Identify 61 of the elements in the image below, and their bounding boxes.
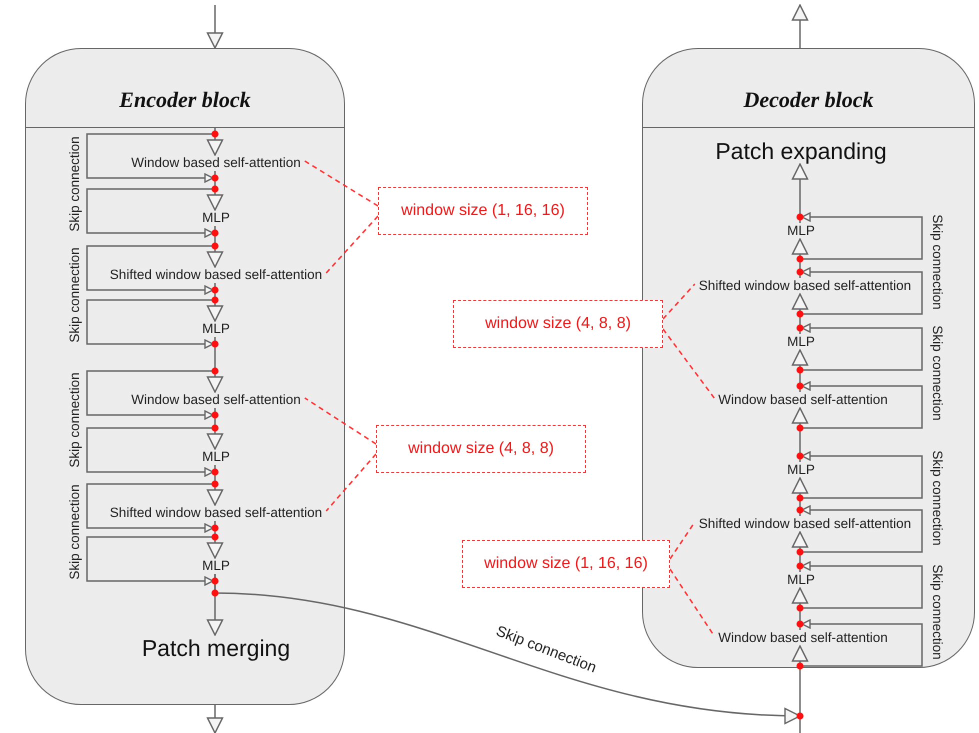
layer-label: Window based self-attention [718,392,888,408]
layer-label: Shifted window based self-attention [110,267,322,283]
callout-box: window size (4, 8, 8) [453,300,663,348]
arrow [206,521,224,559]
arrow [792,477,808,516]
arrow [792,4,808,48]
callout-box: window size (1, 16, 16) [462,540,670,588]
layer-label: MLP [787,462,815,478]
leader-line [326,216,379,274]
layer-label: Shifted window based self-attention [110,505,322,521]
skip-connection-label: Skip connection [929,450,945,546]
arrow [206,337,224,393]
layer-label: Window based self-attention [718,630,888,646]
layer-label: MLP [202,449,230,465]
layer-label: MLP [202,558,230,574]
skip-connection-label: Skip connection [67,484,83,580]
skip-connection-label: Skip connection [67,136,83,232]
arrow [792,238,808,278]
arrow [206,465,224,506]
leader-line [304,397,376,445]
block-title: Decoder block [743,87,874,113]
layer-label: Shifted window based self-attention [698,278,912,294]
arrow [792,293,808,334]
arrow [206,283,224,322]
arrow [792,407,808,462]
arrow [206,408,224,450]
layer-label: MLP [787,223,815,239]
arrow [792,163,808,223]
arrow [792,587,808,630]
layer-label: MLP [787,334,815,350]
skip-connection-label: Skip connection [929,564,945,660]
skip-connection-label: Skip connection [67,247,83,343]
skip-connection-label: Skip connection [929,325,945,421]
leader-line [326,454,377,512]
leader-line [662,284,696,320]
layer-label: MLP [202,210,230,226]
block-title: Encoder block [119,87,251,113]
arrow [792,645,808,733]
layer-label: MLP [202,321,230,337]
skip-connection-label: Skip connection [929,214,945,310]
arrow [206,127,224,156]
arrow [206,226,224,268]
layer-label: Window based self-attention [131,155,301,171]
arrow [206,705,224,733]
arrow [792,349,808,392]
leader-line [669,568,715,636]
arrow [206,171,224,211]
leader-line [304,160,378,207]
leader-line [662,328,715,398]
layer-label: Window based self-attention [131,392,301,408]
callout-box: window size (4, 8, 8) [376,425,586,473]
block-panel [25,48,345,705]
callout-box: window size (1, 16, 16) [378,187,588,235]
layer-label: Shifted window based self-attention [698,516,912,532]
stage-label: Patch expanding [715,138,887,164]
skip-connection-label: Skip connection [67,372,83,468]
leader-line [669,522,696,560]
stage-label: Patch merging [142,635,290,661]
layer-label: MLP [787,572,815,588]
arrow [792,531,808,572]
arrow [206,5,224,49]
